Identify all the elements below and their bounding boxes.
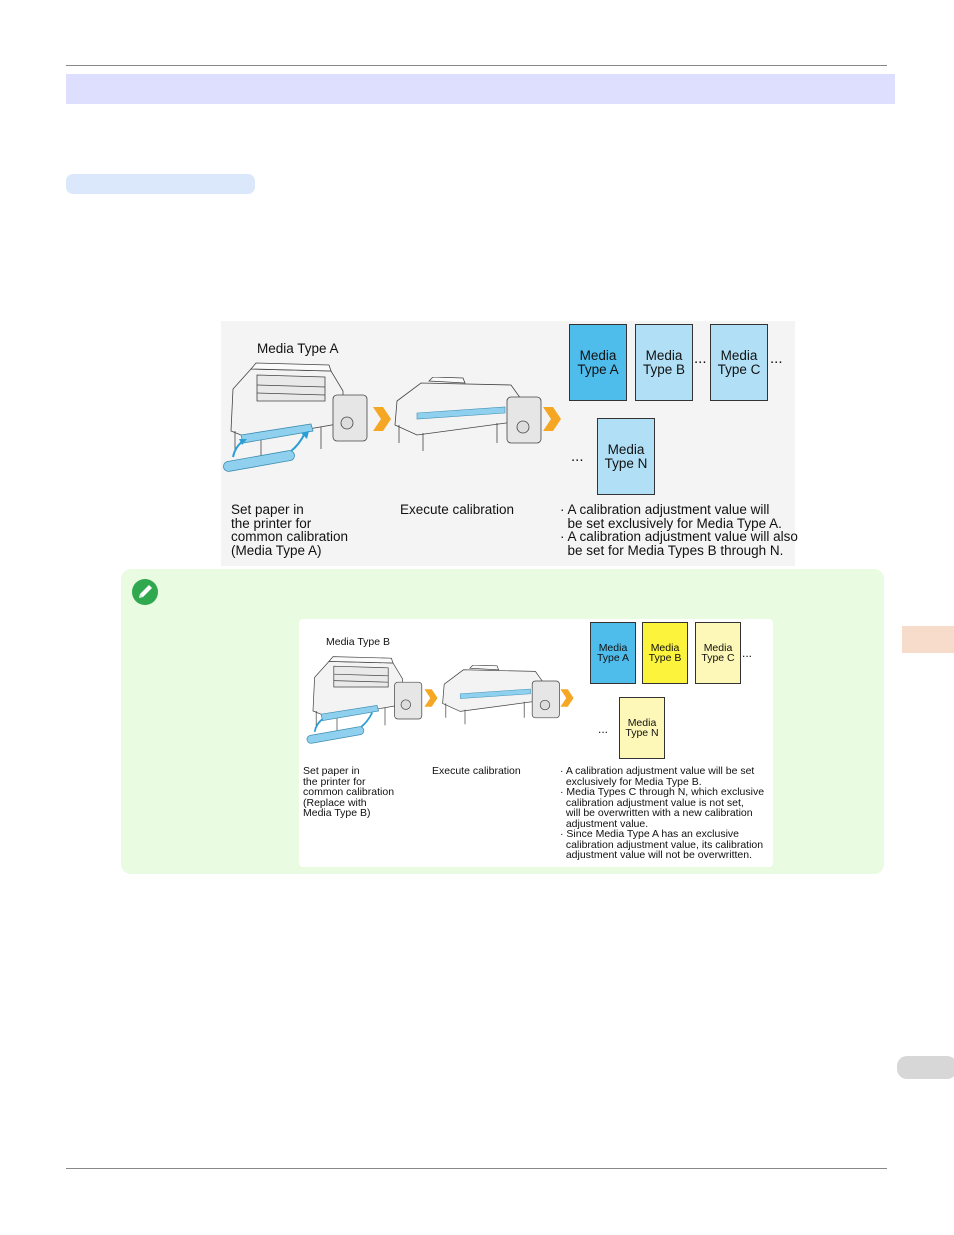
ellipsis-b-c: ... [694,350,707,367]
note-media-box-a: Media Type A [590,622,636,684]
media-box-c: Media Type C [710,324,768,401]
note-step3-caption: · A calibration adjustment value will be… [560,765,765,861]
printer-with-roll-illustration [223,362,368,472]
note-pencil-icon [132,579,158,605]
note-printer-with-roll-illustration [306,656,423,744]
note-step1-caption: Set paper in the printer for common cali… [303,765,395,819]
note-media-type-label: Media Type B [326,636,391,648]
step1-caption: Set paper in the printer for common cali… [231,502,349,558]
media-box-a: Media Type A [569,324,627,401]
footer-rule [66,1168,887,1169]
chapter-side-tab[interactable] [902,626,954,653]
note-media-box-c: Media Type C [695,622,741,684]
note-printer-calibrating-illustration [442,665,560,725]
figure-background [221,321,795,566]
ellipsis-before-n: ... [571,448,584,465]
step2-caption: Execute calibration [400,502,515,517]
section-title-bar [66,74,895,104]
media-type-label: Media Type A [257,341,339,356]
note-ellipsis-after-c: ... [742,646,753,660]
note-step2-caption: Execute calibration [432,765,521,777]
media-box-n: Media Type N [597,418,655,495]
printer-calibrating-illustration [394,377,542,451]
note-media-box-b: Media Type B [642,622,688,684]
note-step-arrow-1 [424,689,438,707]
media-box-b: Media Type B [635,324,693,401]
page-side-tab[interactable] [897,1056,954,1079]
calibration-figure-note: Media Type B [299,619,773,867]
header-rule [66,65,887,66]
note-media-box-n: Media Type N [619,697,665,759]
note-step-arrow-2 [560,689,574,707]
step3-caption: · A calibration adjustment value will be… [560,502,798,558]
note-ellipsis-before-n: ... [598,722,609,736]
subsection-title-pill [66,174,255,194]
ellipsis-after-c: ... [770,350,783,367]
step-arrow-1 [373,407,391,431]
step-arrow-2 [543,407,561,431]
calibration-figure-main: Media Type A [221,321,798,566]
